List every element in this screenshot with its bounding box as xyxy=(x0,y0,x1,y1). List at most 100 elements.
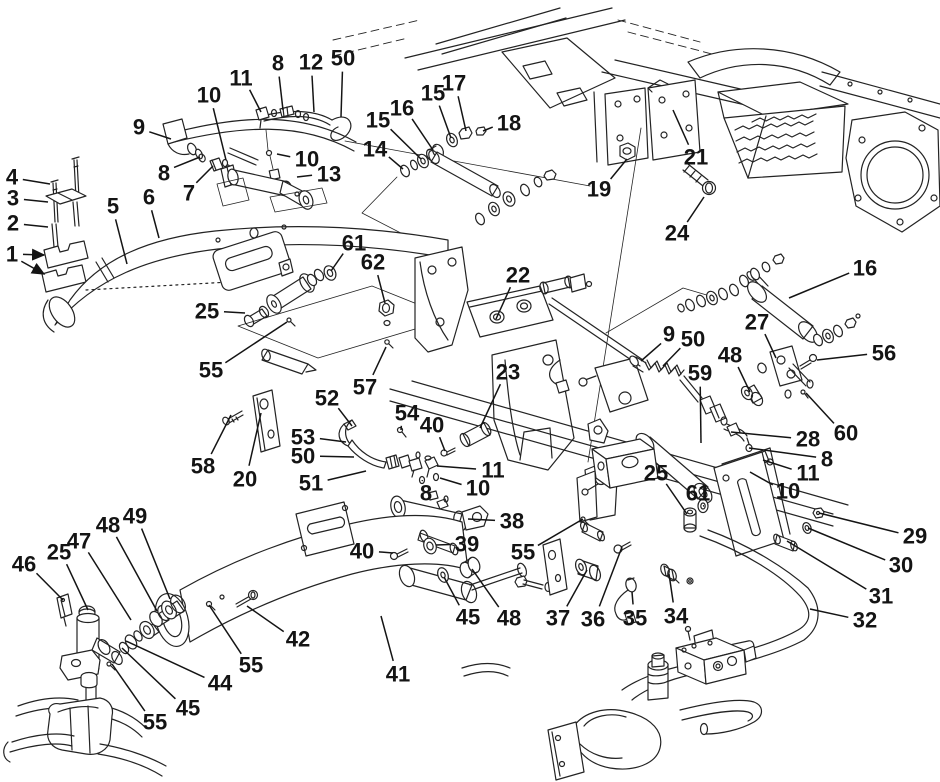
leader-line-8 xyxy=(748,447,817,458)
callout-21-23: 21 xyxy=(684,145,708,170)
callout-51-49: 51 xyxy=(299,471,323,496)
leader-line-59 xyxy=(699,386,702,444)
leader-line-50 xyxy=(662,347,681,367)
callout-44-68: 44 xyxy=(208,671,233,696)
leader-line-1 xyxy=(22,248,46,261)
leader-line-46 xyxy=(35,572,64,601)
leader-line-25 xyxy=(665,483,688,515)
callout-9-35: 9 xyxy=(663,322,675,347)
leader-line-45 xyxy=(443,576,460,606)
leader-line-55 xyxy=(537,518,584,547)
leader-line-17 xyxy=(457,96,467,132)
callout-3-17: 3 xyxy=(7,186,19,211)
callout-42-66: 42 xyxy=(286,627,310,652)
leader-line-13 xyxy=(296,174,313,178)
cylinder-16-assembly xyxy=(677,253,861,407)
leader-line-9 xyxy=(640,342,662,362)
leader-line-8 xyxy=(173,156,201,169)
leader-line-41 xyxy=(380,615,394,662)
callout-47-61: 47 xyxy=(67,529,91,554)
leader-line-38 xyxy=(467,518,496,522)
callout-55-56: 55 xyxy=(511,540,535,565)
callout-11-50: 11 xyxy=(481,458,504,483)
callout-27-32: 27 xyxy=(745,310,769,335)
frame-assembly xyxy=(332,7,940,233)
callout-61-26: 61 xyxy=(342,231,366,256)
callout-57-30: 57 xyxy=(353,375,377,400)
leader-line-25 xyxy=(65,563,89,611)
leader-line-61 xyxy=(330,253,344,272)
callout-50-36: 50 xyxy=(681,327,705,352)
leader-line-10 xyxy=(276,153,291,158)
callout-1-19: 1 xyxy=(6,242,18,267)
callout-9-5: 9 xyxy=(133,115,145,140)
callout-6-21: 6 xyxy=(143,185,155,210)
callout-16-7: 16 xyxy=(390,96,414,121)
callout-15-6: 15 xyxy=(366,108,390,133)
callout-38-53: 38 xyxy=(500,509,524,534)
callout-25-28: 25 xyxy=(195,299,219,324)
callout-34-77: 34 xyxy=(664,604,689,629)
leader-line-23 xyxy=(479,383,502,429)
leader-line-21 xyxy=(672,109,690,146)
callout-17-9: 17 xyxy=(442,71,466,96)
plate-20-group xyxy=(222,389,281,453)
leader-line-49 xyxy=(140,528,171,600)
leader-line-15 xyxy=(390,128,422,160)
leader-line-25 xyxy=(223,310,246,314)
leader-line-48 xyxy=(737,366,751,393)
leader-line-20 xyxy=(248,412,262,466)
clamp-stack xyxy=(41,156,89,293)
leader-line-55 xyxy=(111,663,146,712)
leader-line-18 xyxy=(482,126,494,132)
leader-line-35 xyxy=(631,591,634,605)
callout-12-1: 12 xyxy=(299,50,323,75)
washer-stack-top xyxy=(361,126,711,334)
slot-plate-group xyxy=(212,224,453,375)
leader-line-10 xyxy=(749,471,774,486)
bolt-24 xyxy=(682,163,717,196)
callout-24-24: 24 xyxy=(665,221,690,246)
callout-7-15: 7 xyxy=(183,181,195,206)
leader-line-34 xyxy=(668,573,674,603)
leader-line-56 xyxy=(816,353,868,361)
leader-line-62 xyxy=(377,274,386,304)
leader-line-11 xyxy=(248,89,262,113)
callout-56-33: 56 xyxy=(872,341,896,366)
callout-39-65: 39 xyxy=(455,532,479,557)
leader-line-10 xyxy=(212,108,227,161)
bottom-hardware-row xyxy=(514,516,694,625)
nut-19 xyxy=(619,142,636,161)
callout-49-59: 49 xyxy=(123,504,147,529)
leader-line-36 xyxy=(598,546,623,607)
leader-line-7 xyxy=(195,165,214,184)
leader-line-16 xyxy=(788,272,850,299)
callout-15-8: 15 xyxy=(421,81,445,106)
leader-line-58 xyxy=(210,414,232,455)
leader-line-57 xyxy=(372,346,387,376)
leader-line-11 xyxy=(436,465,477,470)
callout-59-37: 59 xyxy=(688,361,712,386)
callout-18-10: 18 xyxy=(497,111,521,136)
callout-45-72: 45 xyxy=(456,605,480,630)
right-brackets xyxy=(581,438,825,557)
leader-line-24 xyxy=(686,196,705,223)
callout-16-31: 16 xyxy=(853,256,877,281)
cylinder-13 xyxy=(216,147,328,213)
callout-48-38: 48 xyxy=(718,343,742,368)
leader-line-15 xyxy=(438,105,452,139)
callout-23-34: 23 xyxy=(496,360,520,385)
leader-line-44 xyxy=(125,640,205,679)
callout-40-64: 40 xyxy=(350,539,374,564)
callout-11-42: 11 xyxy=(796,461,819,486)
callout-37-74: 37 xyxy=(546,606,570,631)
callout-25-62: 25 xyxy=(47,540,71,565)
leader-line-32 xyxy=(809,608,849,619)
callout-28-39: 28 xyxy=(796,427,820,452)
callout-8-0: 8 xyxy=(272,51,284,76)
leader-line-8 xyxy=(421,479,424,482)
sway-bar-and-valve xyxy=(461,529,819,781)
